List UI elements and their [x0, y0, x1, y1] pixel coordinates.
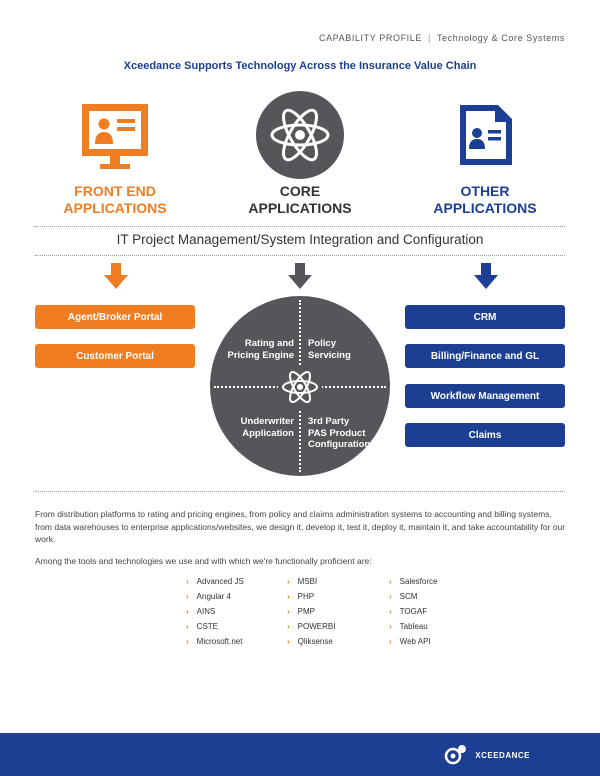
divider-top: [35, 226, 565, 227]
category-line2: APPLICATIONS: [433, 200, 537, 216]
core-text-line: Policy: [308, 338, 336, 349]
tool-item: › MSBI: [287, 577, 387, 592]
tool-item: › POWERBI: [287, 622, 387, 637]
tool-item: › CSTE: [186, 622, 286, 637]
xceedance-logo-icon: [444, 743, 468, 767]
header-label: CAPABILITY PROFILE: [318, 33, 422, 43]
tool-item: › Microsoft.net: [186, 637, 286, 652]
tool-item: › PHP: [287, 592, 387, 607]
other-item: Billing/Finance and GL: [405, 344, 565, 368]
tool-label: AINS: [196, 607, 216, 616]
tool-item: › TOGAF: [389, 607, 489, 622]
description-paragraph: From distribution platforms to rating an…: [35, 509, 566, 544]
chevron-right-icon: ›: [287, 607, 290, 616]
page-header: CAPABILITY PROFILE | Technology & Core Sys…: [319, 33, 565, 43]
core-text-line: Application: [242, 427, 294, 439]
category-line2: APPLICATIONS: [248, 200, 352, 216]
chevron-right-icon: ›: [186, 592, 189, 601]
atom-icon: [256, 91, 344, 179]
category-front-end: FRONT END APPLICATIONS: [35, 183, 195, 217]
chevron-right-icon: ›: [287, 637, 290, 646]
category-line1: FRONT END: [74, 183, 156, 199]
core-text-line: PAS Product: [308, 427, 366, 439]
chevron-right-icon: ›: [389, 607, 392, 616]
chevron-right-icon: ›: [186, 622, 189, 631]
tool-label: Web API: [399, 637, 431, 646]
tools-intro: Among the tools and technologies we use …: [35, 556, 372, 566]
chevron-right-icon: ›: [287, 622, 290, 631]
arrow-down-icon: [104, 263, 128, 294]
main-title: Xceedance Supports Technology Across the…: [123, 60, 477, 72]
category-other: OTHER APPLICATIONS: [405, 183, 565, 217]
tools-column: › Salesforce › SCM › TOGAF › Tableau › Web AP…: [389, 577, 489, 652]
tool-item: › Angular 4: [186, 592, 286, 607]
tool-label: Salesforce: [399, 577, 438, 586]
front-end-item: Customer Portal: [35, 344, 195, 368]
document-user-icon: [458, 103, 514, 167]
core-third-party: 3rd Party PAS Product Configuration: [308, 416, 384, 451]
chevron-right-icon: ›: [389, 622, 392, 631]
tool-item: › Qliksense: [287, 637, 387, 652]
tool-item: › Salesforce: [389, 577, 489, 592]
core-underwriter: Underwriter Application: [218, 416, 294, 439]
core-text-line: Servicing: [308, 349, 351, 361]
tool-label: POWERBI: [297, 622, 336, 631]
category-line2: APPLICATIONS: [63, 200, 167, 216]
core-policy-servicing: Policy Servicing: [308, 338, 384, 361]
core-text-line: Rating and: [244, 338, 294, 349]
core-text-line: Pricing Engine: [227, 349, 294, 361]
monitor-user-icon: [80, 102, 150, 172]
core-rating-pricing: Rating and Pricing Engine: [218, 338, 294, 361]
tool-label: Advanced JS: [196, 577, 244, 586]
tool-label: Microsoft.net: [196, 637, 243, 646]
chevron-right-icon: ›: [287, 592, 290, 601]
tool-item: › Tableau: [389, 622, 489, 637]
front-end-item: Agent/Broker Portal: [35, 305, 195, 329]
category-line1: CORE: [279, 183, 321, 199]
tool-label: TOGAF: [399, 607, 428, 616]
chevron-right-icon: ›: [287, 577, 290, 586]
footer-bar: [0, 733, 600, 776]
core-atom-icon: [278, 365, 322, 409]
arrow-down-icon: [474, 263, 498, 294]
tool-label: Tableau: [399, 622, 428, 631]
tool-item: › Web API: [389, 637, 489, 652]
tool-label: PHP: [297, 592, 315, 601]
footer-logo-text: XCEEDANCE: [475, 751, 530, 760]
other-item: CRM: [405, 305, 565, 329]
core-text-line: 3rd Party: [308, 416, 350, 427]
core-text-line: Underwriter: [240, 416, 294, 427]
chevron-right-icon: ›: [186, 637, 189, 646]
arrow-down-icon: [288, 263, 312, 294]
core-text-line: Configuration: [308, 439, 371, 450]
other-item: Claims: [405, 423, 565, 447]
tool-label: Qliksense: [297, 637, 333, 646]
tools-column: › MSBI › PHP › PMP › POWERBI › Qliksense: [287, 577, 387, 652]
other-item: Workflow Management: [405, 384, 565, 408]
tool-label: Angular 4: [196, 592, 231, 601]
tool-item: › AINS: [186, 607, 286, 622]
chevron-right-icon: ›: [389, 577, 392, 586]
divider-section: [35, 491, 565, 492]
header-separator: |: [427, 33, 431, 43]
header-topic: Technology & Core Systems: [436, 33, 565, 43]
chevron-right-icon: ›: [186, 607, 189, 616]
chevron-right-icon: ›: [186, 577, 189, 586]
tools-column: › Advanced JS › Angular 4 › AINS › CSTE › Mic…: [186, 577, 286, 652]
chevron-right-icon: ›: [389, 637, 392, 646]
category-line1: OTHER: [460, 183, 510, 199]
tool-label: CSTE: [196, 622, 219, 631]
tool-item: › Advanced JS: [186, 577, 286, 592]
tool-item: › PMP: [287, 607, 387, 622]
integration-band: IT Project Management/System Integration…: [116, 232, 484, 247]
category-core: CORE APPLICATIONS: [220, 183, 380, 217]
tool-label: PMP: [297, 607, 316, 616]
tool-label: MSBI: [297, 577, 318, 586]
tool-item: › SCM: [389, 592, 489, 607]
tool-label: SCM: [399, 592, 418, 601]
chevron-right-icon: ›: [389, 592, 392, 601]
divider-bottom: [35, 255, 565, 256]
